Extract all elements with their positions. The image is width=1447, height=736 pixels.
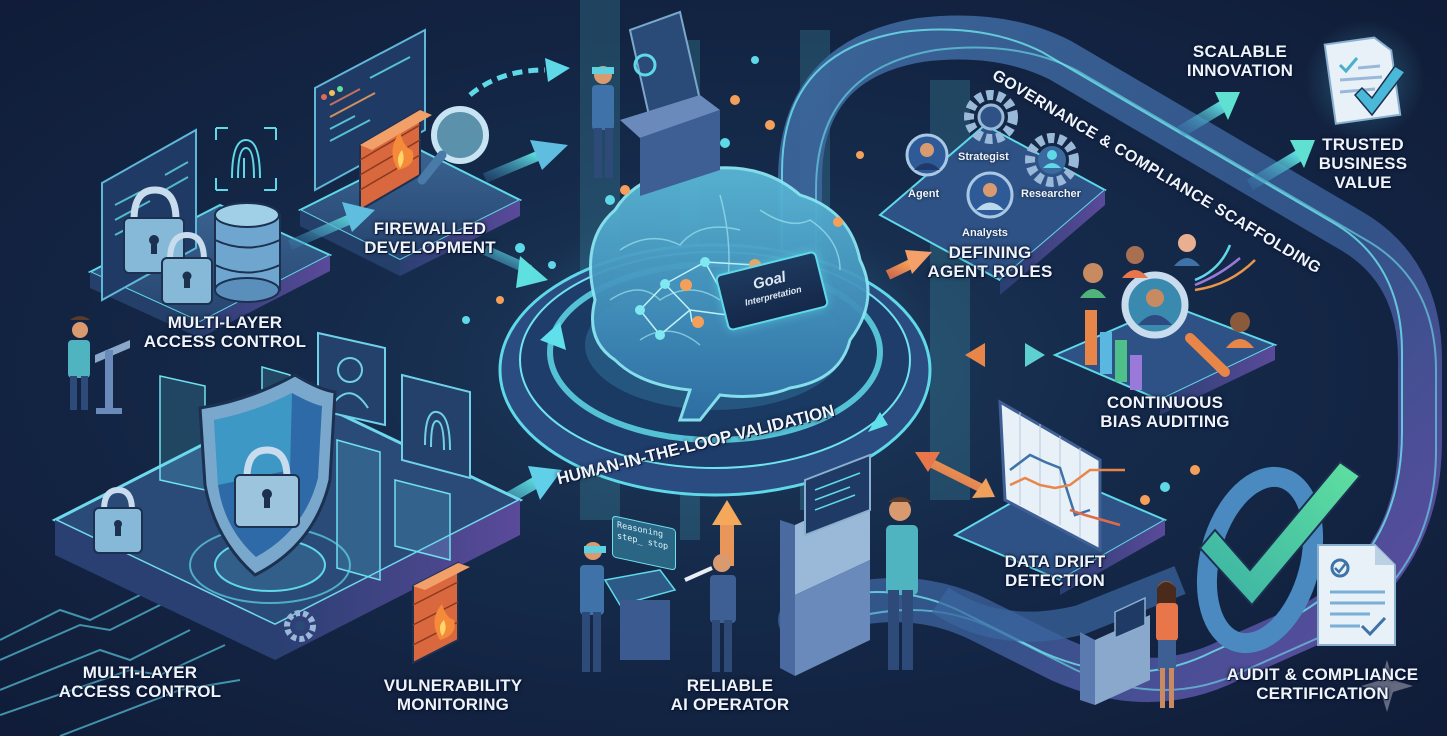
label-trusted-business-value: Trusted Business Value — [1318, 135, 1408, 193]
analyst-avatar-icon — [966, 171, 1014, 219]
platform-agent-roles — [878, 90, 1107, 295]
governance-scaffold-track — [778, 15, 1442, 702]
person-podium — [68, 316, 130, 414]
padlock-icon — [93, 486, 143, 554]
flow-arrows — [0, 58, 1315, 736]
label-vulnerability-monitoring: Vulnerability Monitoring — [383, 676, 523, 715]
label-continuous-bias-auditing: Continuous Bias Auditing — [1100, 393, 1230, 432]
role-researcher-label: Researcher — [1021, 188, 1081, 200]
label-access-control-top: Multi-Layer Access Control — [143, 313, 307, 352]
platform-access-top — [87, 127, 333, 338]
platform-access-bottom — [51, 331, 524, 660]
firewall-icon — [359, 108, 432, 212]
line-chart-icon — [998, 399, 1125, 553]
fingerprint-icon — [401, 373, 471, 480]
database-icon — [214, 202, 281, 303]
person-vr-terminal — [580, 542, 677, 672]
role-analysts-label: Analysts — [962, 227, 1008, 239]
trusted-doc-icon — [1305, 20, 1425, 140]
platform-data-drift — [952, 399, 1168, 595]
magnifier-icon — [417, 106, 489, 185]
label-access-control-bottom: Multi-Layer Access Control — [58, 663, 222, 702]
label-defining-agent-roles: Defining Agent Roles — [927, 243, 1053, 282]
bar-chart-icon — [1085, 310, 1142, 390]
strategist-gear-icon — [964, 90, 1018, 144]
agent-avatar-icon — [905, 133, 949, 177]
person-vr-laptop — [592, 10, 720, 196]
magnifier-person-icon — [1121, 271, 1230, 377]
sparkle-icon — [1361, 660, 1413, 712]
role-agent-label: Agent — [908, 188, 940, 200]
padlock-icon — [161, 231, 213, 305]
platform-firewalled-dev — [297, 28, 523, 276]
firewall-icon — [412, 561, 470, 665]
label-reliable-ai-operator: Reliable AI Operator — [670, 676, 790, 715]
person-woman-desk — [1080, 581, 1178, 708]
person-pen — [684, 554, 736, 672]
label-audit-compliance-certification: Audit & Compliance Certification — [1226, 665, 1419, 704]
label-data-drift-detection: Data Drift Detection — [1004, 552, 1106, 591]
big-checkmark-icon — [1196, 460, 1362, 654]
label-scalable-innovation: Scalable Innovation — [1186, 42, 1294, 81]
people-avatars — [1080, 234, 1254, 348]
researcher-gear-icon — [1025, 133, 1079, 187]
gear-icon — [284, 610, 316, 642]
platform-bias-auditing — [1052, 234, 1278, 415]
role-strategist-label: Strategist — [958, 151, 1009, 163]
shield-lock-icon — [198, 373, 337, 577]
document-check-icon — [1317, 544, 1396, 646]
fingerprint-icon — [215, 127, 277, 191]
person-laptop-desk — [780, 453, 918, 676]
label-firewalled-development: Firewalled Development — [364, 219, 496, 258]
